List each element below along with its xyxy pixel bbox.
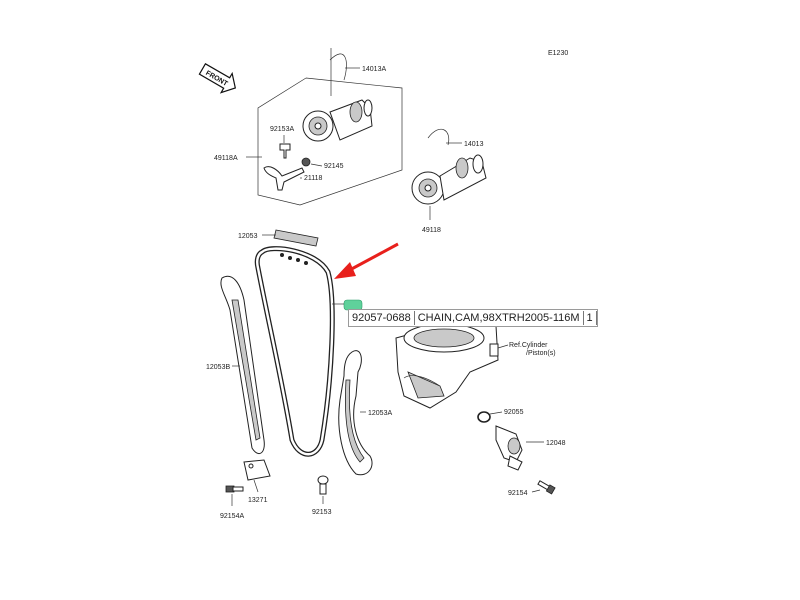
- label-92055: 92055: [504, 409, 524, 416]
- tooltip-separator: [595, 311, 597, 325]
- label-12048: 12048: [546, 440, 566, 447]
- label-92154A: 92154A: [220, 513, 244, 520]
- tooltip-separator: [582, 311, 584, 325]
- chain-guide-12053-part: [273, 229, 319, 247]
- bracket-13271-part: [243, 459, 271, 481]
- label-49118: 49118: [422, 227, 441, 234]
- label-92154: 92154: [508, 490, 528, 497]
- tooltip-part-number: 92057-0688: [352, 312, 411, 324]
- camshaft-a-part: [302, 48, 373, 142]
- cam-chain-part: [254, 246, 335, 457]
- label-21118: 21118: [304, 175, 323, 182]
- cylinder-reference-part: [395, 317, 499, 409]
- label-14013: 14013: [464, 141, 484, 148]
- exhaust-camshaft-group: [257, 77, 403, 206]
- label-ref-cylinder-2: /Piston(s): [526, 350, 556, 357]
- chain-tensioner-12048-part: [495, 425, 523, 471]
- chain-guide-12053A-part: [338, 350, 373, 476]
- label-49118A: 49118A: [214, 155, 238, 162]
- o-ring-92055-part: [477, 411, 491, 423]
- part-tooltip: 92057-0688 CHAIN,CAM,98XTRH2005-116M 1: [348, 309, 598, 327]
- label-14013A: 14013A: [362, 66, 386, 73]
- tooltip-description: CHAIN,CAM,98XTRH2005-116M: [417, 312, 580, 324]
- chain-guide-12053B-part: [220, 275, 265, 455]
- diagram-ref-code: E1230: [548, 50, 568, 57]
- tooltip-quantity: 1: [586, 312, 593, 324]
- tooltip-separator: [413, 311, 415, 325]
- camshaft-part: [411, 128, 487, 205]
- label-ref-cylinder-1: Ref.Cylinder: [509, 342, 548, 349]
- label-13271: 13271: [248, 497, 268, 504]
- label-12053A: 12053A: [368, 410, 392, 417]
- bolt-92154-part: [537, 480, 556, 495]
- label-92153A: 92153A: [270, 126, 294, 133]
- washer-92145-part: [301, 157, 311, 167]
- lever-21118-part: [263, 166, 305, 191]
- front-arrow-icon: FRONT: [198, 62, 237, 94]
- bolt-92153-part: [317, 475, 329, 495]
- bolt-92154A-part: [225, 485, 244, 493]
- label-92145: 92145: [324, 163, 344, 170]
- bolt-92153A-part: [279, 143, 291, 159]
- label-92153: 92153: [312, 509, 332, 516]
- highlight-arrow-icon: [334, 242, 399, 279]
- label-12053: 12053: [238, 233, 258, 240]
- label-12053B: 12053B: [206, 364, 230, 371]
